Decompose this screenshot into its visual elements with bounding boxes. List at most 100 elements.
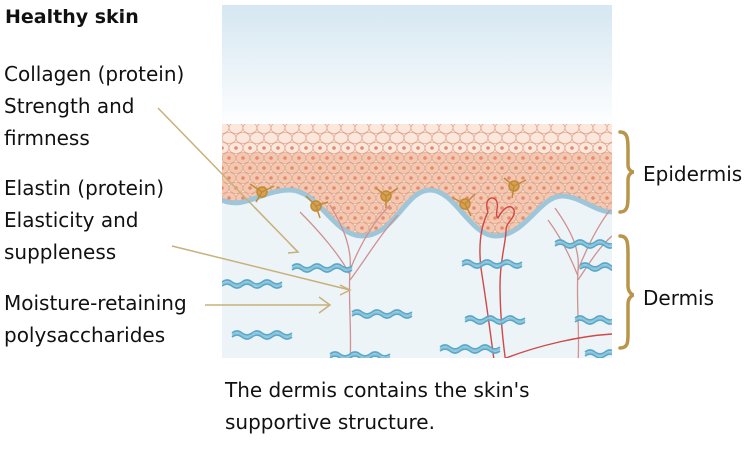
cell-nucleus [465, 176, 469, 180]
cell-nucleus [451, 156, 455, 160]
cell-nucleus [472, 186, 476, 190]
cell-nucleus [332, 186, 336, 190]
cell-nucleus [486, 146, 490, 150]
cell-nucleus [241, 156, 245, 160]
epidermis-cell [263, 132, 279, 144]
cell-nucleus [507, 156, 511, 160]
cell-nucleus [479, 216, 483, 220]
cell-nucleus [605, 176, 609, 180]
cell-nucleus [542, 186, 546, 190]
cell-nucleus [507, 196, 511, 200]
cell-nucleus [402, 146, 406, 150]
cell-nucleus [528, 166, 532, 170]
epidermis-cell [396, 124, 412, 134]
cell-nucleus [507, 176, 511, 180]
cell-nucleus [486, 226, 490, 230]
cell-nucleus [556, 146, 560, 150]
cell-nucleus [528, 146, 532, 150]
cell-nucleus [500, 146, 504, 150]
cell-nucleus [360, 226, 364, 230]
cell-nucleus [297, 176, 301, 180]
epidermis-cell [222, 124, 230, 134]
cell-nucleus [500, 206, 504, 210]
cell-nucleus [514, 206, 518, 210]
cell-nucleus [255, 176, 259, 180]
cell-nucleus [479, 196, 483, 200]
epidermis-cell [494, 124, 510, 134]
cell-nucleus [346, 166, 350, 170]
cell-nucleus [430, 166, 434, 170]
cell-nucleus [346, 206, 350, 210]
epidermis-cell [578, 124, 594, 134]
cell-nucleus [339, 196, 343, 200]
moisture-callout-arrow [318, 296, 332, 314]
cell-nucleus [374, 206, 378, 210]
cell-nucleus [409, 156, 413, 160]
collagen-strand [222, 283, 283, 289]
cell-nucleus [612, 186, 616, 190]
collagen-strand [574, 317, 612, 323]
collagen-strand [579, 262, 612, 268]
cell-nucleus [416, 166, 420, 170]
cell-nucleus [458, 186, 462, 190]
cell-nucleus [591, 196, 595, 200]
cell-nucleus [612, 166, 616, 170]
collagen-strand [439, 346, 501, 352]
elastin-fibers [299, 204, 612, 358]
cell-nucleus [591, 156, 595, 160]
moisture-label-2: polysaccharides [4, 323, 166, 347]
cell-nucleus [521, 156, 525, 160]
cell-nucleus [304, 186, 308, 190]
epidermis-cell [466, 124, 482, 134]
collagen-strand [461, 263, 523, 269]
cell-nucleus [591, 176, 595, 180]
melanocyte [375, 187, 399, 208]
cell-nucleus [290, 166, 294, 170]
collagen-strand [439, 348, 501, 354]
elastin-callout-arrow [339, 284, 352, 296]
cell-nucleus [388, 166, 392, 170]
epidermis-cell [417, 132, 433, 144]
cell-nucleus [451, 176, 455, 180]
epidermis-cell [424, 124, 440, 134]
cell-nucleus [409, 176, 413, 180]
epidermis-cell [375, 132, 391, 144]
collagen-strand [574, 315, 612, 321]
elastin-desc-2: suppleness [4, 240, 117, 264]
cell-nucleus [374, 166, 378, 170]
cell-nucleus [416, 186, 420, 190]
cell-nucleus [584, 186, 588, 190]
cell-nucleus [472, 206, 476, 210]
cell-nucleus [605, 156, 609, 160]
cell-nucleus [381, 176, 385, 180]
cell-nucleus [388, 206, 392, 210]
epidermis-cell [403, 132, 419, 144]
epidermis-cell [305, 132, 321, 144]
epidermis-cell [291, 132, 307, 144]
collagen-strand [461, 259, 523, 265]
epidermis-cell [599, 132, 612, 144]
cell-nucleus [444, 166, 448, 170]
cell-nucleus [339, 176, 343, 180]
collagen-strand [574, 319, 612, 325]
cell-nucleus [514, 146, 518, 150]
cell-nucleus [598, 166, 602, 170]
cell-nucleus [255, 156, 259, 160]
cell-nucleus [437, 176, 441, 180]
cell-nucleus [276, 166, 280, 170]
collagen-strand [291, 263, 353, 269]
cell-nucleus [423, 176, 427, 180]
epidermis-cell [382, 124, 398, 134]
cell-nucleus [388, 186, 392, 190]
caption-line-2: supportive structure. [225, 410, 435, 434]
collagen-fibers [222, 239, 612, 358]
cell-nucleus [507, 216, 511, 220]
cell-nucleus [500, 166, 504, 170]
epidermis-cell [277, 132, 293, 144]
cell-nucleus [500, 186, 504, 190]
cell-nucleus [598, 186, 602, 190]
cell-nucleus [528, 206, 532, 210]
epidermis-cell [249, 132, 265, 144]
cell-nucleus [444, 146, 448, 150]
collagen-strand [554, 243, 612, 249]
